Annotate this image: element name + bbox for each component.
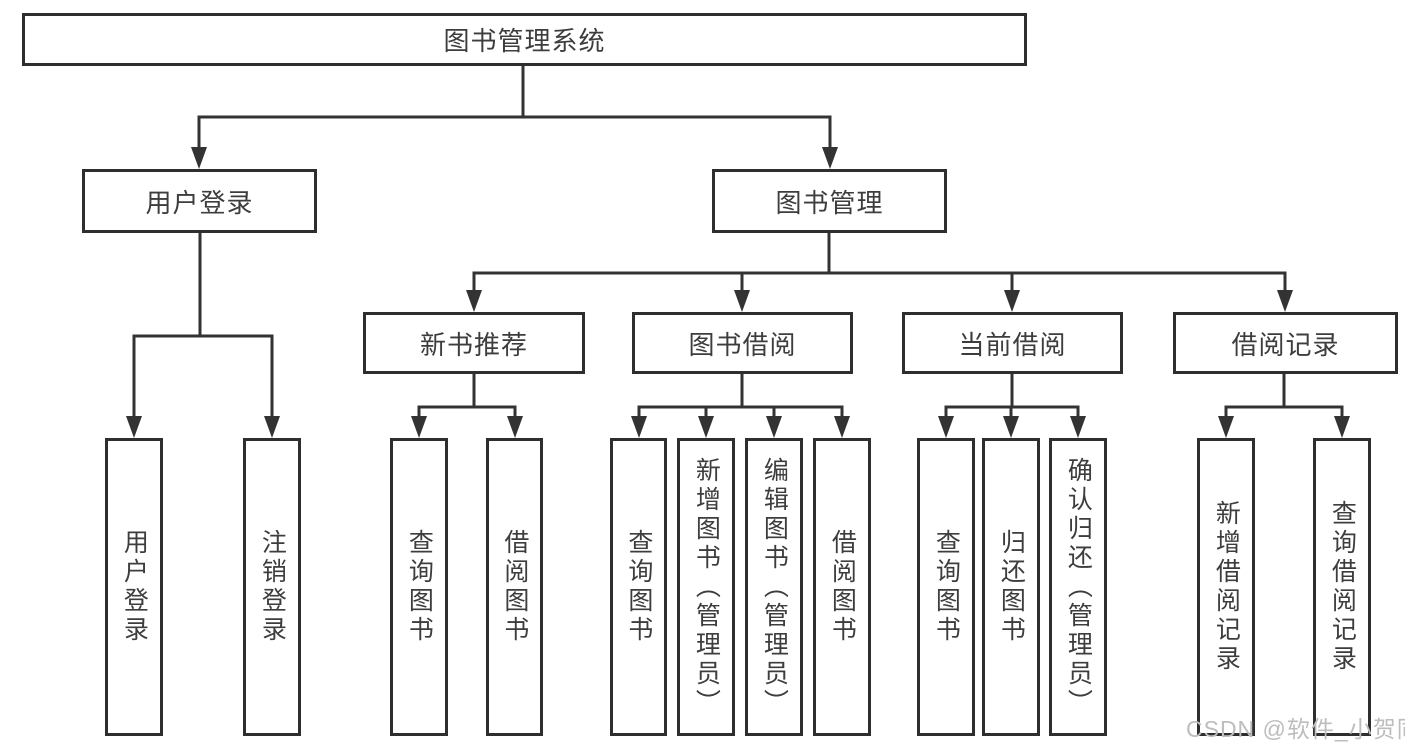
node-user-login: 用户登录 <box>82 169 317 233</box>
node-new-book-recommend: 新书推荐 <box>363 312 585 374</box>
node-root: 图书管理系统 <box>22 13 1027 66</box>
node-borrow-record-label: 借阅记录 <box>1231 329 1340 360</box>
node-book-management: 图书管理 <box>712 169 947 233</box>
leaf-add-books-admin: 新增图书（管理员） <box>677 438 735 736</box>
leaf-add-borrow-record-label: 新增借阅记录 <box>1212 500 1241 674</box>
leaf-query-borrow-record: 查询借阅记录 <box>1313 438 1371 736</box>
leaf-confirm-return-admin: 确认归还（管理员） <box>1049 438 1107 736</box>
node-current-borrow: 当前借阅 <box>902 312 1123 374</box>
leaf-query-borrow-record-label: 查询借阅记录 <box>1328 500 1357 674</box>
node-borrow-record: 借阅记录 <box>1173 312 1398 374</box>
leaf-borrow-books-recommend: 借阅图书 <box>486 438 543 736</box>
leaf-logout: 注销登录 <box>243 438 301 736</box>
node-book-management-label: 图书管理 <box>775 187 884 218</box>
leaf-user-login-label: 用户登录 <box>120 529 149 645</box>
leaf-borrow-books: 借阅图书 <box>813 438 871 736</box>
leaf-query-books-current: 查询图书 <box>917 438 975 736</box>
leaf-return-books: 归还图书 <box>982 438 1040 736</box>
node-book-borrow-label: 图书借阅 <box>688 329 797 360</box>
leaf-borrow-books-recommend-label: 借阅图书 <box>500 529 529 645</box>
node-current-borrow-label: 当前借阅 <box>958 329 1067 360</box>
node-new-book-recommend-label: 新书推荐 <box>419 329 528 360</box>
leaf-query-books-recommend-label: 查询图书 <box>405 529 434 645</box>
leaf-return-books-label: 归还图书 <box>997 529 1026 645</box>
leaf-query-books-borrow: 查询图书 <box>610 438 667 736</box>
node-root-label: 图书管理系统 <box>443 26 606 56</box>
leaf-user-login: 用户登录 <box>105 438 163 736</box>
leaf-add-books-admin-label: 新增图书（管理员） <box>692 456 721 718</box>
leaf-query-books-recommend: 查询图书 <box>390 438 448 736</box>
node-book-borrow: 图书借阅 <box>632 312 853 374</box>
leaf-query-books-current-label: 查询图书 <box>932 529 961 645</box>
leaf-edit-books-admin-label: 编辑图书（管理员） <box>760 456 789 718</box>
leaf-borrow-books-label: 借阅图书 <box>828 529 857 645</box>
leaf-add-borrow-record: 新增借阅记录 <box>1197 438 1255 736</box>
leaf-confirm-return-admin-label: 确认归还（管理员） <box>1064 456 1093 718</box>
leaf-edit-books-admin: 编辑图书（管理员） <box>745 438 803 736</box>
leaf-query-books-borrow-label: 查询图书 <box>624 529 653 645</box>
node-user-login-label: 用户登录 <box>145 187 254 218</box>
watermark-text: CSDN @软件_小贺同学 <box>1186 716 1405 742</box>
leaf-logout-label: 注销登录 <box>258 529 287 645</box>
